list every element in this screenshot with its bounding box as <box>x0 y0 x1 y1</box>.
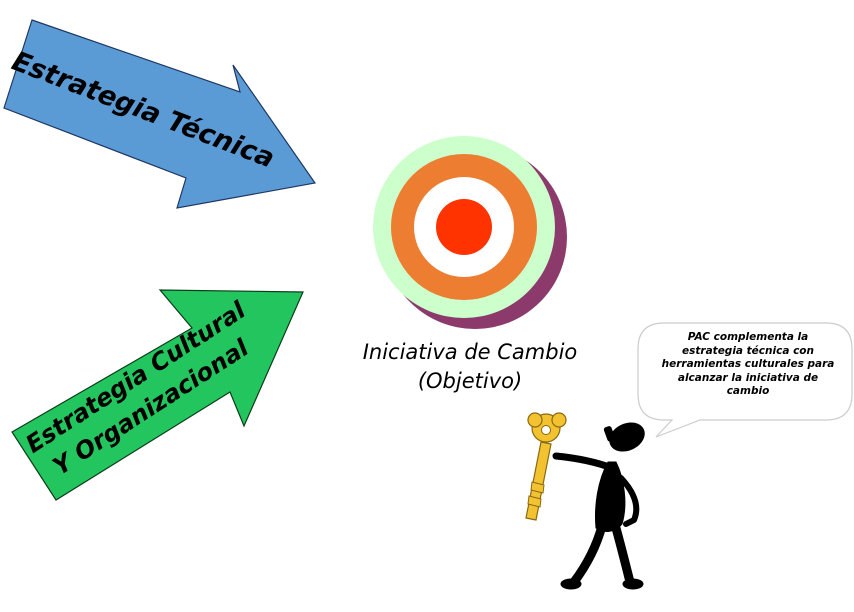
target-bullseye <box>436 199 492 255</box>
speech-bubble-line-1: PAC complementa la <box>687 331 809 343</box>
technical-strategy-arrow <box>3 19 317 209</box>
target-caption-line1: Iniciativa de Cambio <box>362 340 578 364</box>
cultural-strategy-arrow <box>11 289 304 501</box>
stick-figure-icon <box>552 422 645 590</box>
speech-bubble-line-3: herramientas culturales para <box>661 358 835 370</box>
speech-bubble-line-2: estrategia técnica con <box>682 344 814 357</box>
speech-bubble <box>637 322 853 438</box>
target-icon <box>373 136 567 329</box>
speech-bubble-line-4: alcanzar la iniciativa de <box>677 371 819 384</box>
speech-bubble-line-5: cambio <box>726 385 770 397</box>
key-icon <box>525 412 567 521</box>
target-caption-line2: (Objetivo) <box>417 369 523 393</box>
target-caption: Iniciativa de Cambio (Objetivo) <box>320 338 620 396</box>
speech-bubble-text: PAC complementa la estrategia técnica co… <box>650 331 846 399</box>
